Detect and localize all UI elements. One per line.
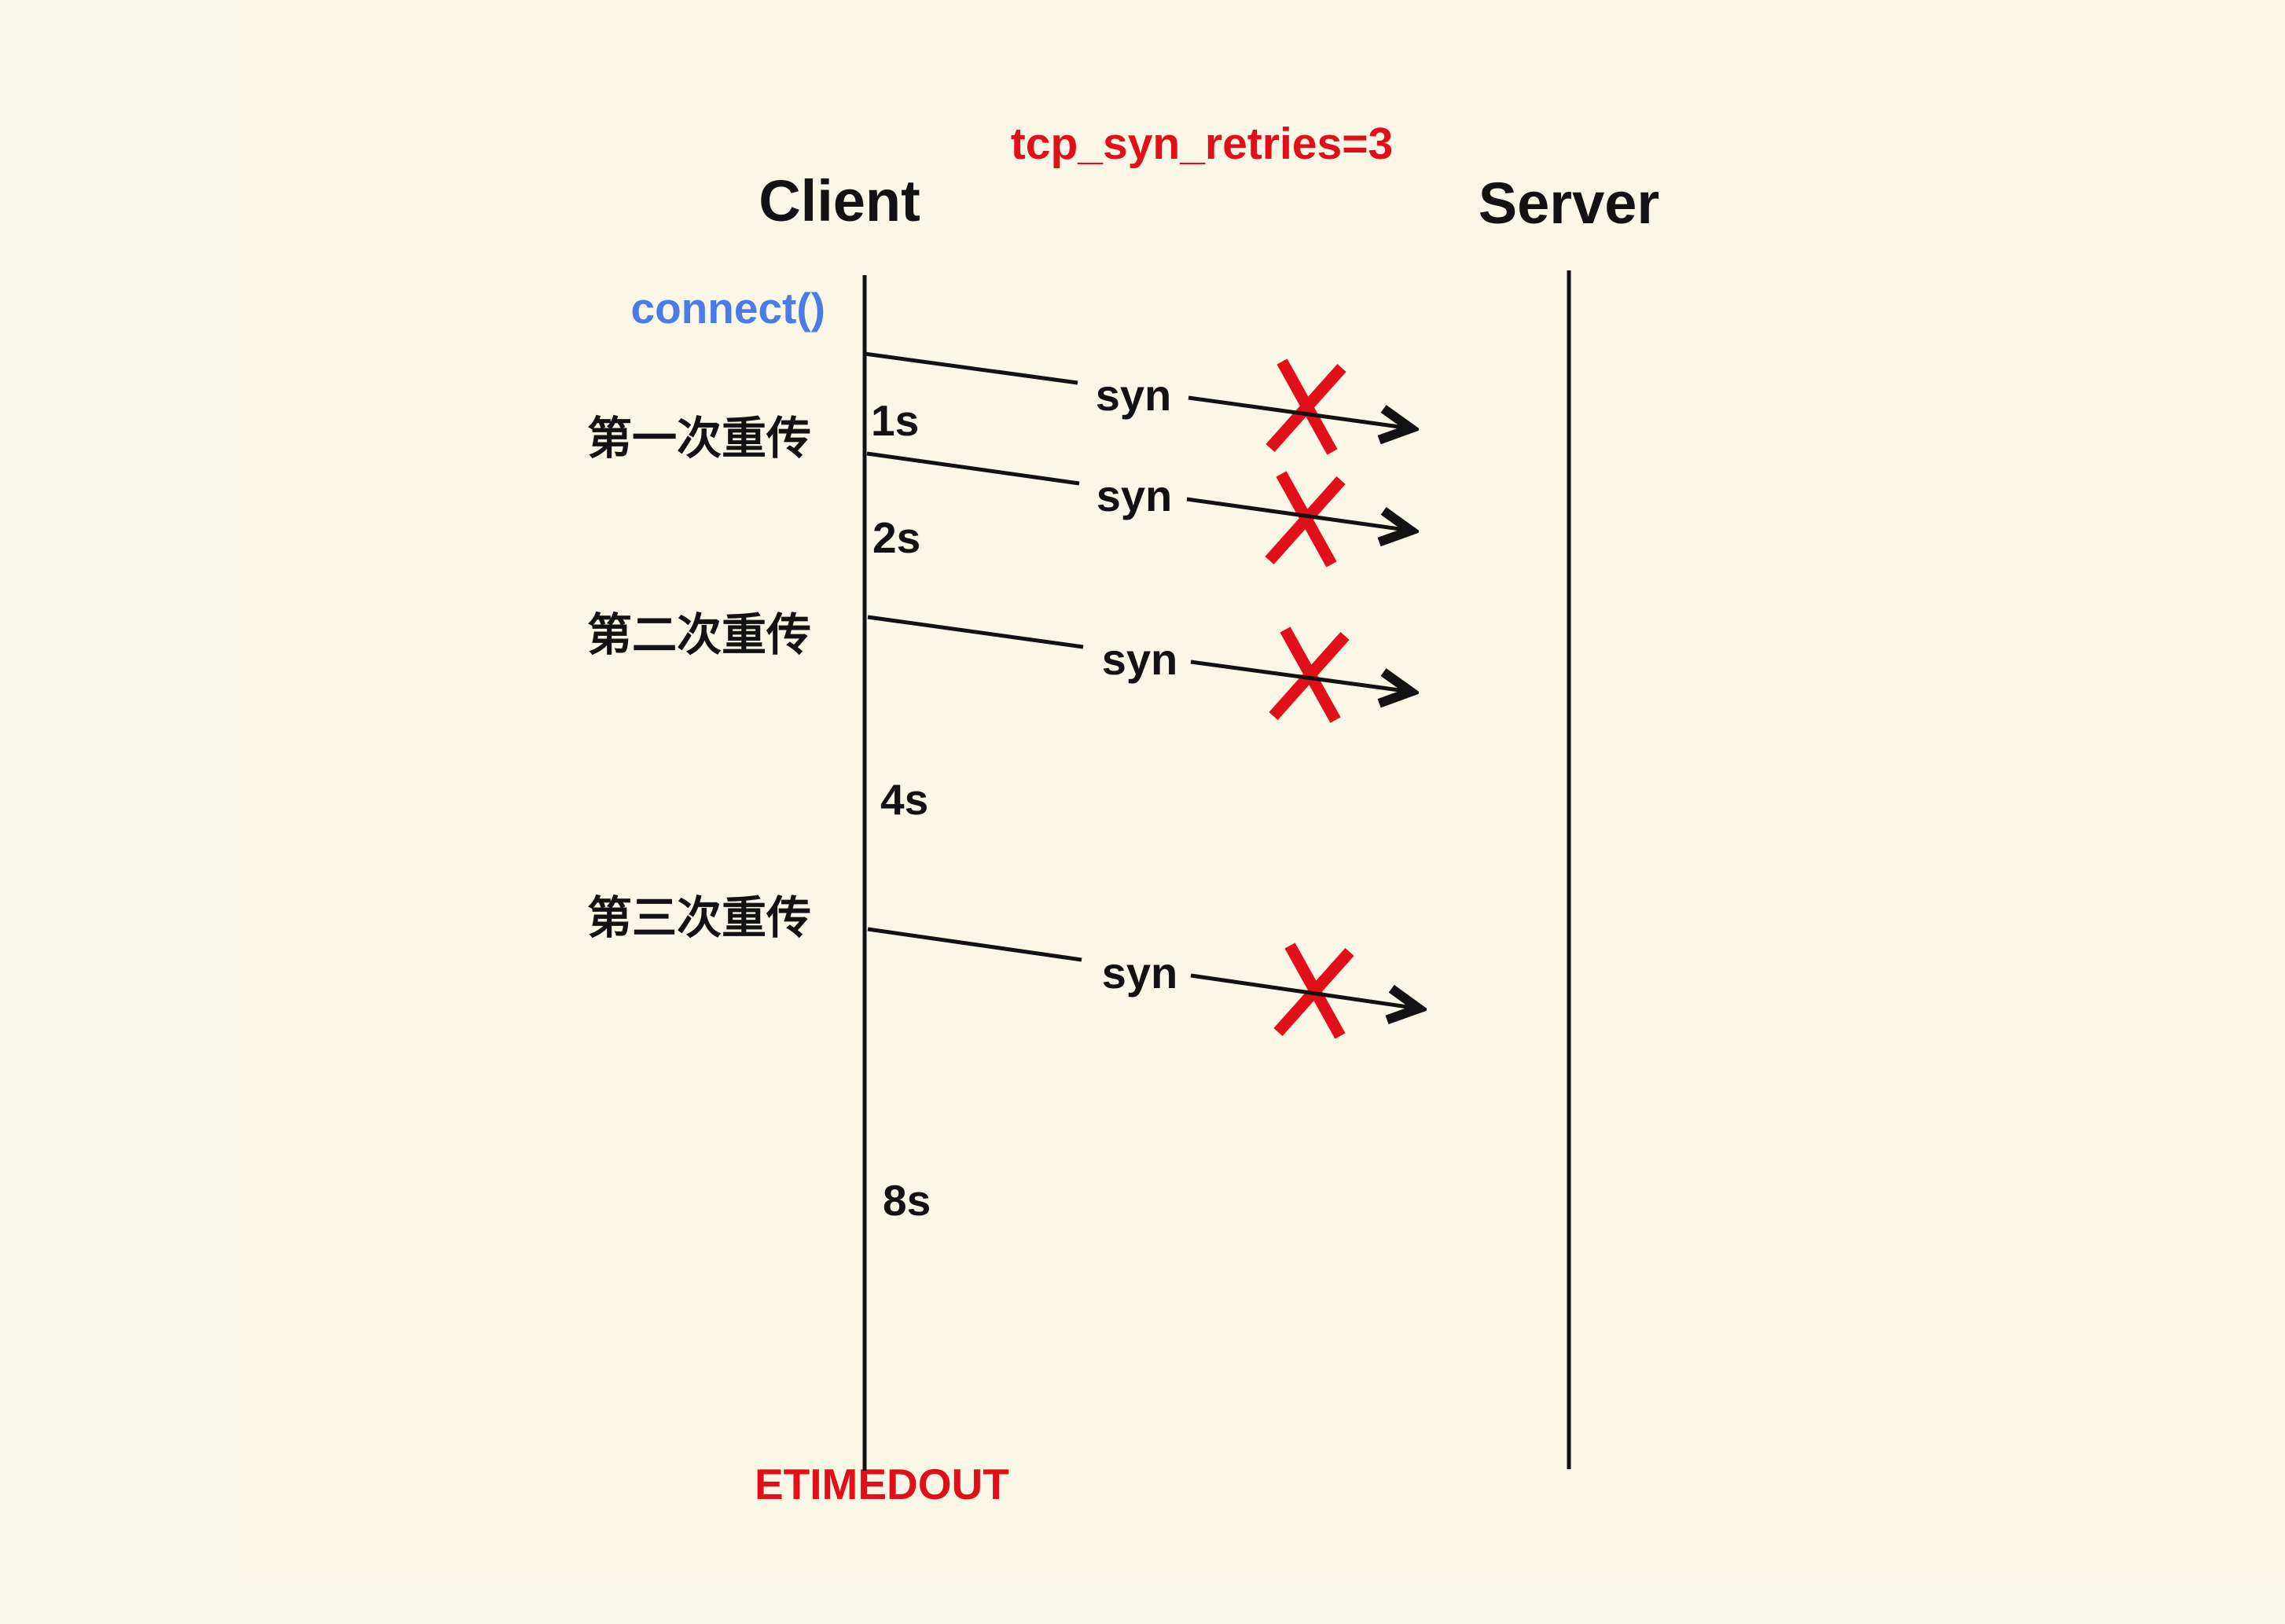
- actor-client-label: Client: [759, 168, 920, 233]
- syn-label-3: syn: [1101, 634, 1178, 684]
- retry-label-3: 第三次重传: [587, 893, 811, 943]
- diagram-title: tcp_syn_retries=3: [1010, 119, 1394, 169]
- syn-label-4: syn: [1101, 948, 1178, 998]
- syn-arrow-3: [867, 615, 1411, 692]
- wait-label-1s: 1s: [871, 396, 920, 445]
- connect-call-label: connect(): [630, 284, 826, 333]
- wait-label-4s: 4s: [880, 775, 929, 824]
- syn-label-1: syn: [1095, 370, 1172, 420]
- etimedout-label: ETIMEDOUT: [755, 1460, 1009, 1508]
- drop-x-icon-1: [1266, 358, 1346, 455]
- syn-arrow-1: [864, 351, 1411, 428]
- retry-label-1: 第一次重传: [587, 413, 811, 464]
- actor-server-label: Server: [1478, 171, 1660, 236]
- drop-x-icon-2: [1265, 471, 1346, 568]
- wait-label-8s: 8s: [883, 1176, 931, 1225]
- bottom-margin: [0, 1582, 2285, 1624]
- syn-arrow-2: [866, 451, 1411, 531]
- left-margin: [0, 0, 239, 1624]
- retry-label-2: 第二次重传: [587, 610, 811, 660]
- wait-label-2s: 2s: [872, 513, 921, 562]
- syn-arrow-4: [867, 927, 1419, 1009]
- syn-label-2: syn: [1096, 471, 1173, 520]
